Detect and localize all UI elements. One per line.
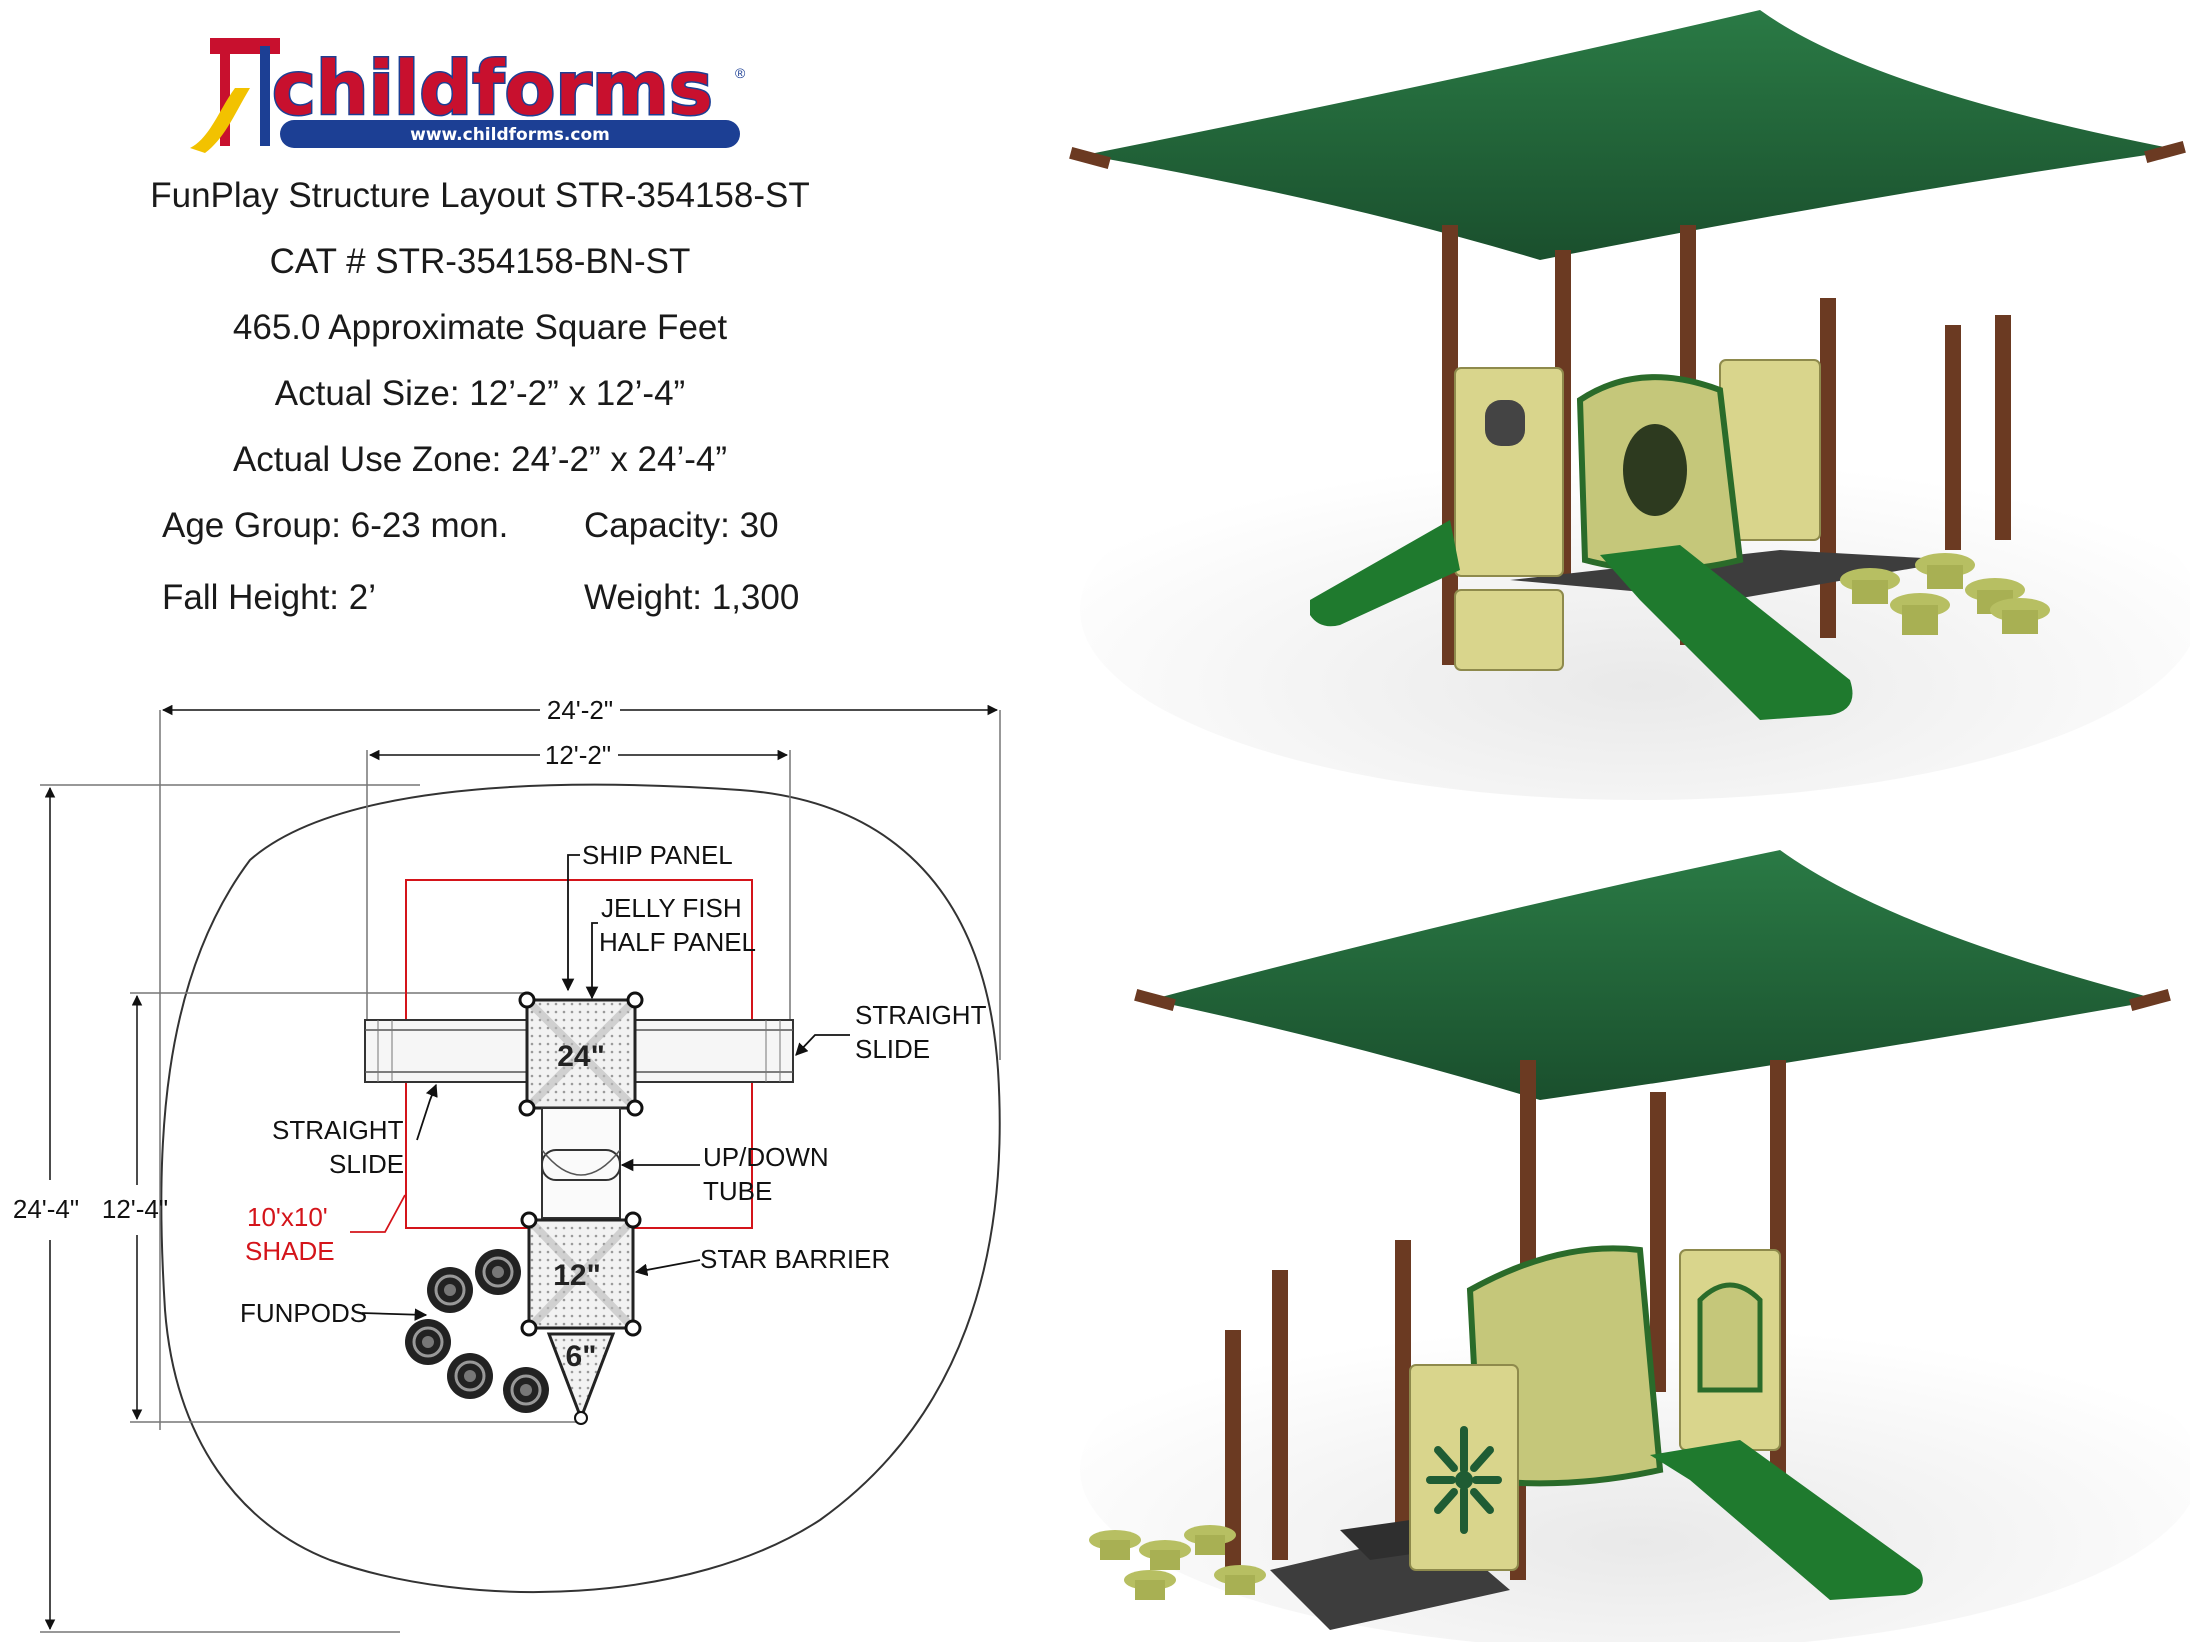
jelly-fish-label-2: HALF PANEL [599,927,756,957]
ship-panel [1454,367,1564,577]
structure-post [1945,325,1961,550]
logo-tower-post [220,46,230,146]
left-slide-leader [416,1083,438,1141]
use-zone-depth-label: 24'-4" [13,1194,79,1224]
main-deck-height: 24" [557,1040,605,1073]
catalog-number: CAT # STR-354158-BN-ST [269,242,691,281]
star-barrier-leader [634,1259,701,1277]
structure-post [1995,315,2011,540]
star-icon [1426,1426,1502,1534]
logo-tower-post [260,46,270,146]
tube-label-1: UP/DOWN [703,1142,829,1172]
right-slide-label-1: STRAIGHT [855,1000,987,1030]
logo-registered: ® [735,65,746,81]
ship-window [1485,400,1525,446]
side-slide [1650,1440,1923,1600]
structure-render-front [1069,10,2190,800]
shade-leader [350,1194,406,1233]
front-slide [1600,545,1853,720]
capacity: Capacity: 30 [584,506,779,545]
jelly-fish-panel [1454,589,1564,671]
weight: Weight: 1,300 [584,578,800,617]
shade-label-1: 10'x10' [247,1202,328,1232]
canopy-arm [1069,147,1111,169]
tube-opening [1623,424,1687,516]
logo-wordmark: childforms [272,46,713,132]
actual-size: Actual Size: 12’-2” x 12’-4” [274,374,686,413]
structure-depth-label: 12'-4" [102,1194,168,1224]
square-feet: 465.0 Approximate Square Feet [232,308,728,347]
right-straight-slide [634,1019,794,1083]
shade-label-2: SHADE [245,1236,335,1266]
dimension-use-zone-width: 24'-2" [159,695,1001,1430]
triangle-step: 6" [546,1332,616,1425]
age-group: Age Group: 6-23 mon. [162,506,509,545]
lower-deck-height: 12" [553,1259,601,1292]
left-slide [1310,520,1460,627]
ship-panel-label: SHIP PANEL [582,840,733,870]
structure-render-rear [1080,850,2190,1642]
left-slide-label-2: SLIDE [329,1149,404,1179]
canopy-post [1650,1092,1666,1392]
structure-post [1272,1270,1288,1560]
left-straight-slide [364,1019,528,1083]
dimension-structure-depth: 12'-4" [102,992,580,1423]
funpods-group [405,1249,549,1413]
structure-post [1225,1330,1241,1590]
jelly-fish-leader [585,922,599,1000]
jelly-fish-label-1: JELLY FISH [601,893,742,923]
layout-plan-drawing: 24'-2" 12'-2" 24'-4" 12'-4" [13,695,1001,1633]
use-zone-width-label: 24'-2" [547,695,613,725]
panel-arch [1697,1282,1763,1393]
funpod [447,1353,493,1399]
dimension-use-zone-depth: 24'-4" [13,784,420,1633]
funpods-render [1840,553,2050,635]
fall-height: Fall Height: 2’ [162,578,376,617]
right-slide-leader [795,1034,850,1056]
funpod [405,1319,451,1365]
funpod [503,1367,549,1413]
right-slide-label-2: SLIDE [855,1034,930,1064]
funpods-leader [361,1308,428,1321]
step-height: 6" [566,1340,597,1373]
canopy-arm [2129,989,2171,1011]
structure-width-label: 12'-2" [545,740,611,770]
ground-shadow [1080,420,2190,800]
star-barrier-label: STAR BARRIER [700,1244,890,1274]
logo-url: www.childforms.com [410,125,610,145]
tube-label-2: TUBE [703,1176,772,1206]
logo-url-bar [280,120,740,148]
structure-post [1820,298,1836,638]
use-zone-outline [160,783,1001,1593]
layout-title: FunPlay Structure Layout STR-354158-ST [150,176,810,215]
childforms-logo: childforms ® www.childforms.com [190,38,746,153]
canopy-arm [1134,989,1176,1011]
structure-post [1395,1240,1411,1590]
dimension-structure-width: 12'-2" [366,740,791,1060]
main-deck: 24" [518,991,644,1117]
funpods-label: FUNPODS [240,1298,367,1328]
funpod [427,1267,473,1313]
use-zone: Actual Use Zone: 24’-2” x 24’-4” [232,440,728,479]
canopy-arm [2144,141,2186,163]
lower-deck: 12" [520,1211,642,1337]
logo-slide-icon [190,88,250,153]
funpod [475,1249,521,1295]
star-center [1455,1471,1473,1489]
shade-canopy [1150,850,2160,1100]
shade-canopy [1085,10,2180,260]
left-slide-label-1: STRAIGHT [272,1115,404,1145]
ship-panel-leader [561,854,580,992]
funpods-render [1089,1525,1266,1600]
deck-surface [1510,550,1960,600]
up-down-tube [541,1107,621,1219]
